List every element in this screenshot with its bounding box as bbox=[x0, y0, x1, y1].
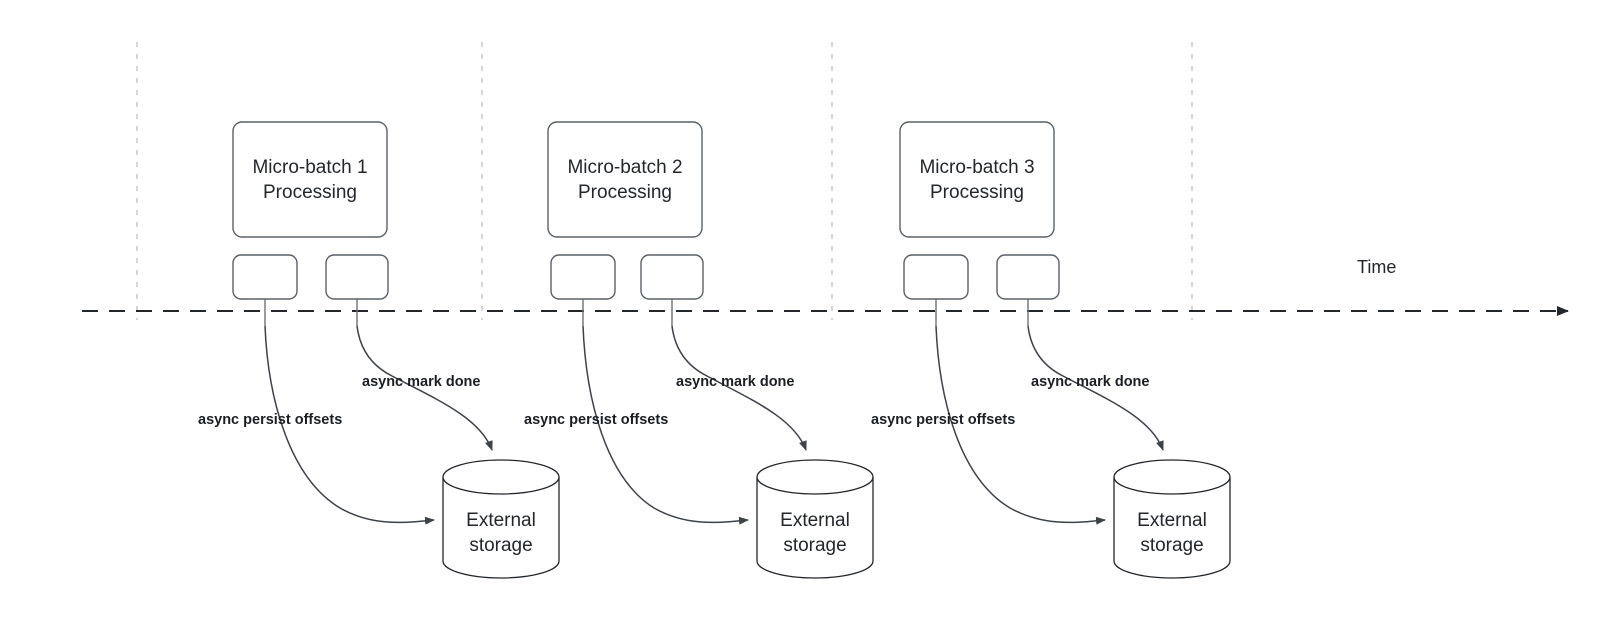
time-axis-label: Time bbox=[1357, 257, 1396, 277]
task-box-3b[interactable] bbox=[996, 254, 1060, 300]
async-mark-done-edge-3 bbox=[1027, 325, 1164, 451]
task-box-2b[interactable] bbox=[640, 254, 704, 300]
micro-batch-1-processing-box[interactable] bbox=[232, 121, 388, 238]
external-storage-1-line2: storage bbox=[469, 535, 532, 556]
async-persist-offsets-edge-2-label: async persist offsets bbox=[524, 412, 668, 428]
async-mark-done-edge-2 bbox=[671, 325, 807, 451]
micro-batch-3-processing-box-line1: Micro-batch 3 bbox=[919, 157, 1034, 178]
micro-batch-2-processing-box[interactable] bbox=[547, 121, 703, 238]
micro-batch-1-processing-box-line1: Micro-batch 1 bbox=[252, 157, 367, 178]
micro-batch-3-processing-box-line2: Processing bbox=[930, 182, 1024, 203]
gridlines-layer bbox=[136, 42, 1193, 320]
external-storage-2-line1: External bbox=[780, 510, 850, 531]
async-persist-offsets-edge-3 bbox=[935, 325, 1106, 525]
nodes-layer bbox=[232, 121, 1231, 579]
task-box-1a[interactable] bbox=[232, 254, 298, 300]
external-storage-2-line2: storage bbox=[783, 535, 846, 556]
external-storage-3-line2: storage bbox=[1140, 535, 1203, 556]
external-storage-3-line1: External bbox=[1137, 510, 1207, 531]
async-mark-done-edge-3-label: async mark done bbox=[1031, 374, 1149, 390]
external-storage-2-top-ellipse bbox=[756, 476, 874, 495]
micro-batch-2-processing-box-line1: Micro-batch 2 bbox=[567, 157, 682, 178]
external-storage-3-top-ellipse bbox=[1113, 476, 1231, 495]
async-persist-offsets-edge-1-label: async persist offsets bbox=[198, 412, 342, 428]
external-storage-1-top-ellipse bbox=[442, 476, 560, 495]
async-mark-done-edge-1 bbox=[356, 325, 493, 451]
async-persist-offsets-edge-2 bbox=[582, 325, 749, 525]
async-persist-offsets-edge-3-label: async persist offsets bbox=[871, 412, 1015, 428]
task-box-3a[interactable] bbox=[903, 254, 969, 300]
micro-batch-3-processing-box[interactable] bbox=[899, 121, 1055, 238]
task-box-1b[interactable] bbox=[325, 254, 389, 300]
async-mark-done-edge-1-label: async mark done bbox=[362, 374, 480, 390]
async-persist-offsets-edge-1 bbox=[264, 325, 435, 525]
edges-layer bbox=[264, 299, 1164, 525]
micro-batch-2-processing-box-line2: Processing bbox=[578, 182, 672, 203]
async-mark-done-edge-2-label: async mark done bbox=[676, 374, 794, 390]
external-storage-1-line1: External bbox=[466, 510, 536, 531]
task-box-2a[interactable] bbox=[550, 254, 616, 300]
micro-batch-1-processing-box-line2: Processing bbox=[263, 182, 357, 203]
